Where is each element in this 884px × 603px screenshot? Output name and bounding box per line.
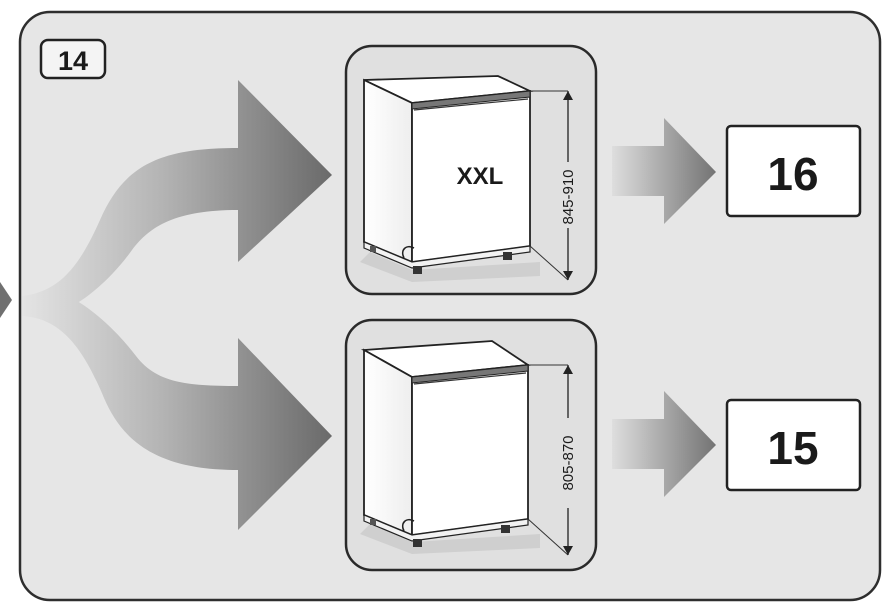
lower-height-dimension: 805-870 <box>527 364 577 556</box>
upper-next-arrow <box>612 118 716 224</box>
xxl-label: XXL <box>457 163 504 190</box>
upper-next-step-box: 16 <box>725 124 862 218</box>
upper-height-dimension: 845-910 <box>529 90 577 281</box>
lower-dishwasher <box>360 340 540 554</box>
upper-option: XXL 845-910 <box>344 44 598 296</box>
lower-next-arrow <box>612 391 716 497</box>
step-number: 14 <box>58 46 88 76</box>
upper-height-range: 845-910 <box>560 169 577 224</box>
lower-next-step-box: 15 <box>725 398 862 492</box>
step-badge: 14 <box>39 38 107 80</box>
branch-arrows <box>22 80 332 530</box>
upper-next-step-number: 16 <box>767 148 818 200</box>
lower-next-step-number: 15 <box>767 422 818 474</box>
left-entry-arrow <box>0 282 12 318</box>
branch-arrow-up <box>22 80 332 310</box>
upper-dishwasher: XXL <box>360 75 540 282</box>
branch-arrow-down <box>22 296 332 530</box>
lower-option: 805-870 <box>344 318 598 572</box>
lower-height-range: 805-870 <box>560 435 577 490</box>
